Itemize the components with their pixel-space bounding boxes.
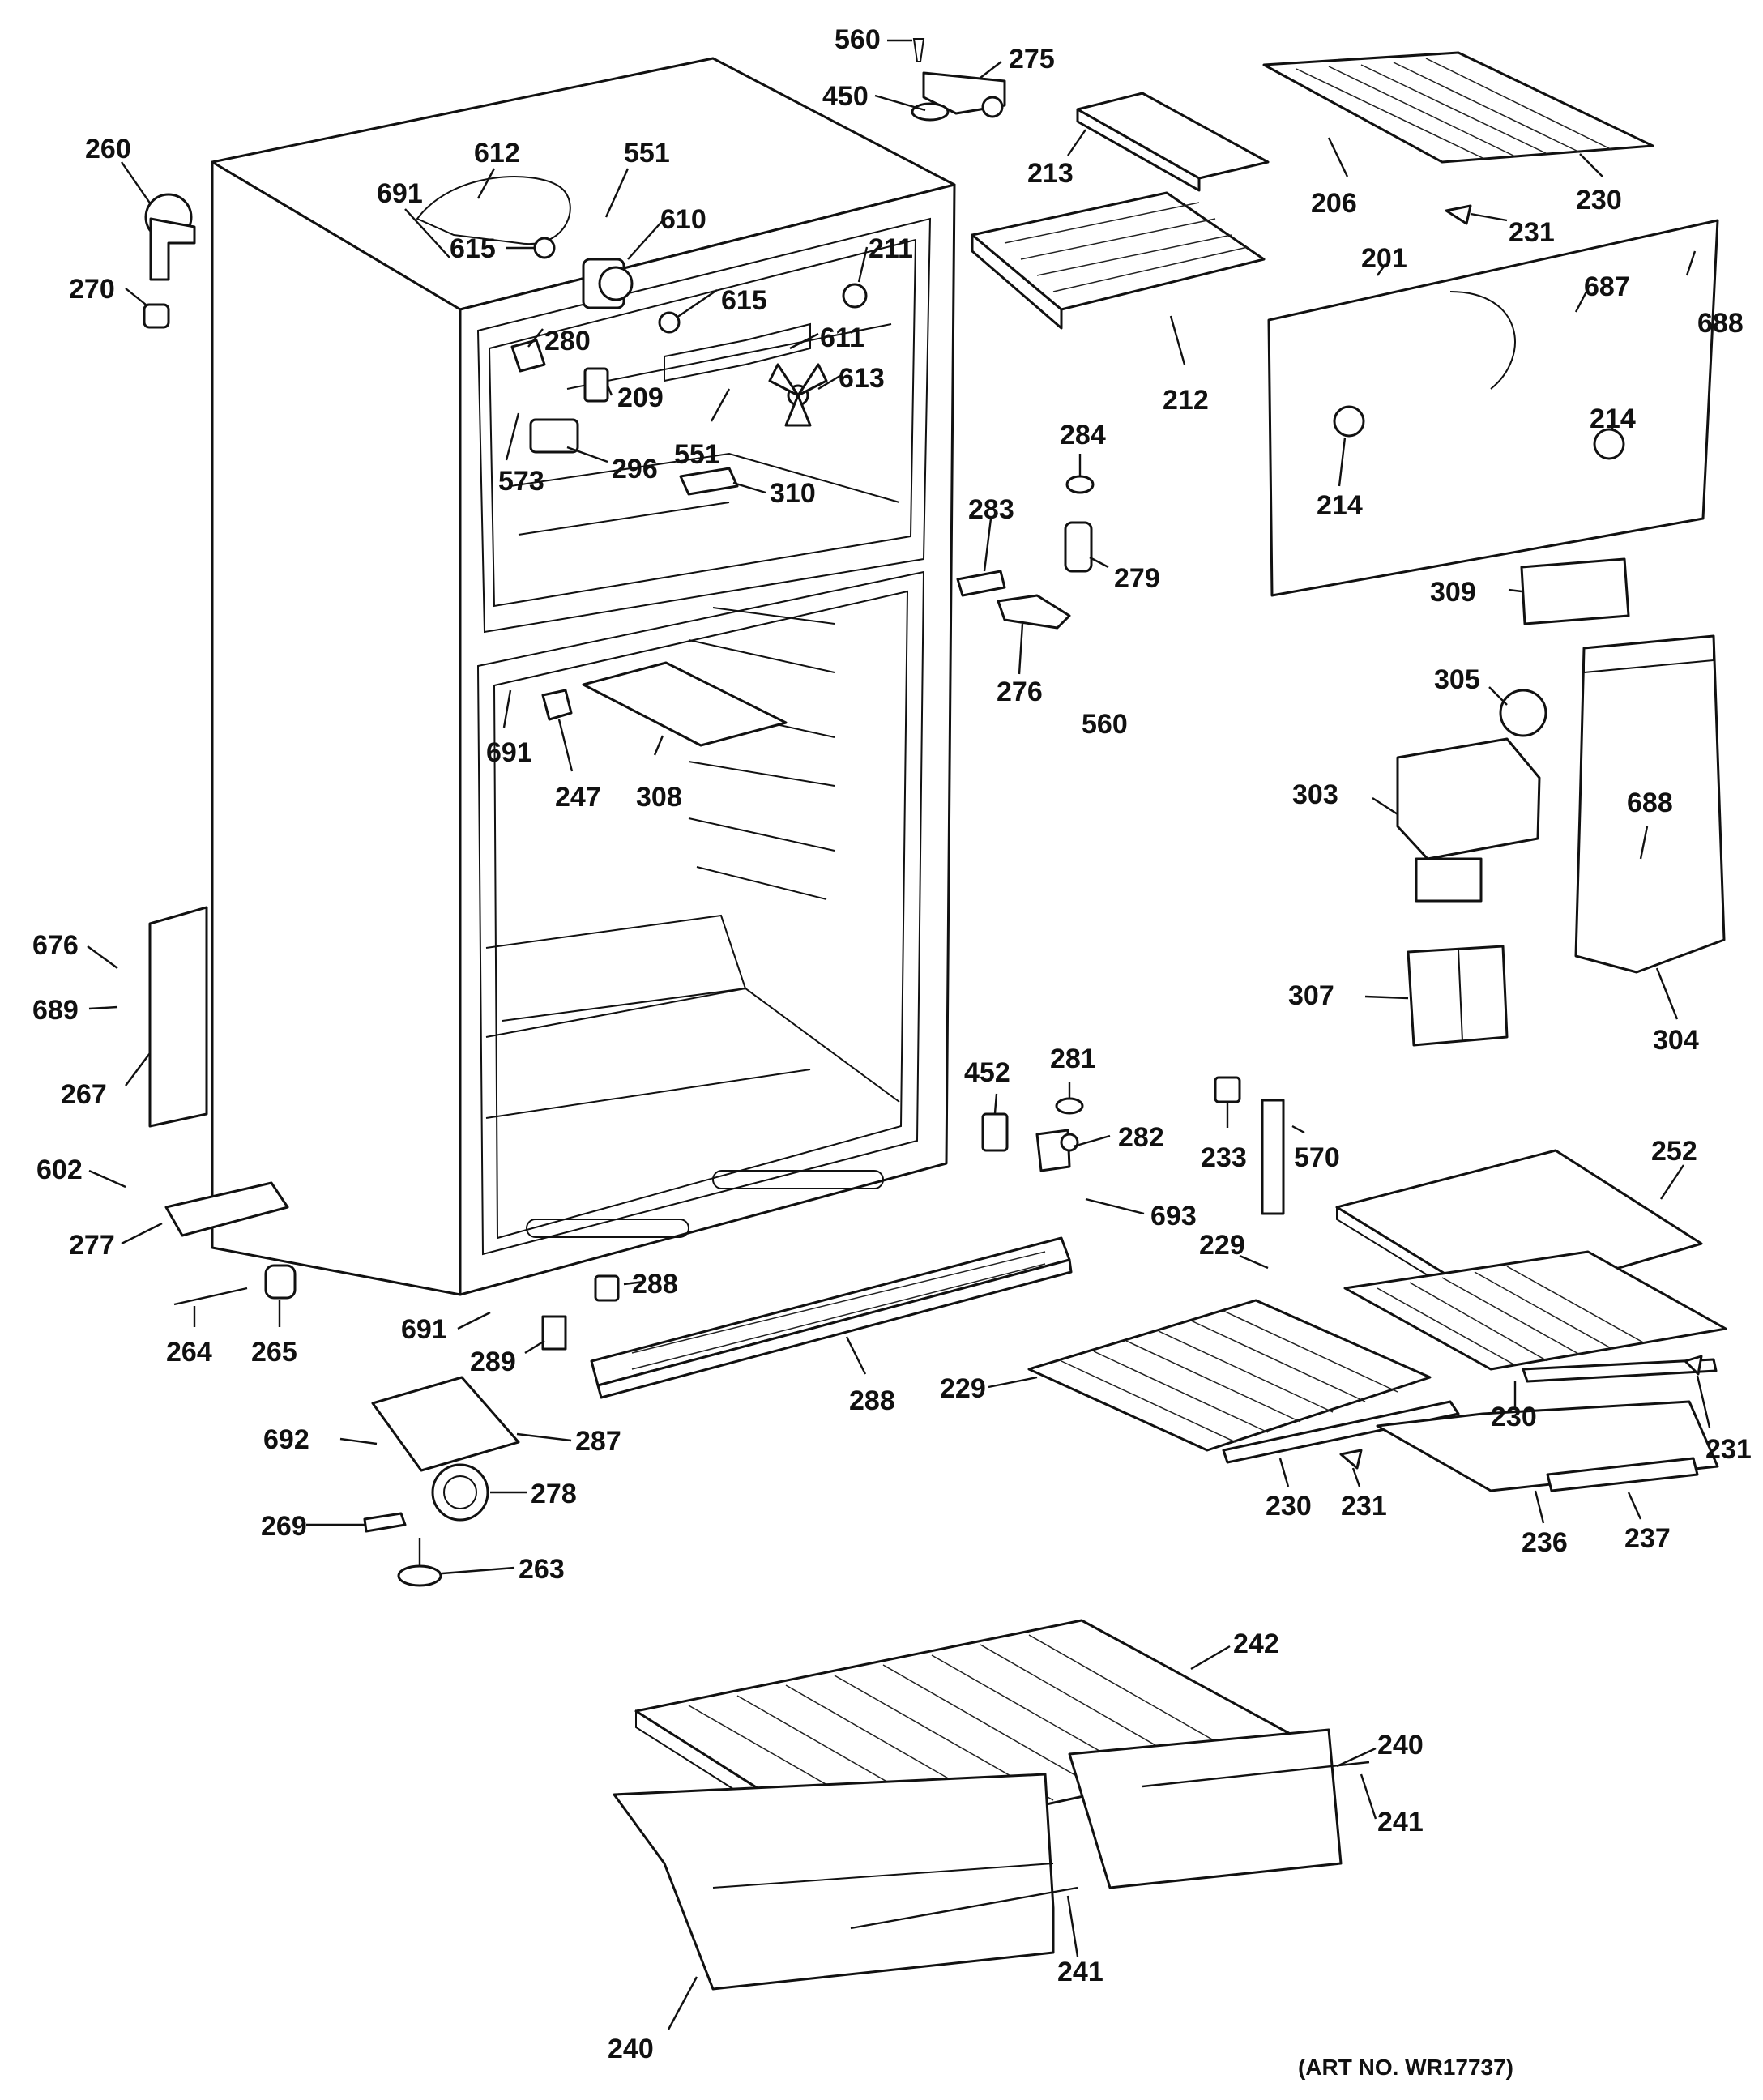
callout-279: 279 [1114,563,1160,594]
callout-689: 689 [32,995,79,1026]
callout-610: 610 [660,204,706,235]
callout-282: 282 [1118,1122,1164,1153]
callout-612: 612 [474,138,520,169]
callout-242: 242 [1233,1628,1279,1659]
callout-280: 280 [544,326,591,356]
callout-615: 615 [721,285,767,316]
callout-278: 278 [531,1479,577,1509]
callout-269: 269 [261,1511,307,1542]
callout-309: 309 [1430,577,1476,608]
callout-691: 691 [486,737,532,768]
freezer-components [143,38,1006,496]
callout-229: 229 [940,1373,986,1404]
callout-305: 305 [1434,664,1480,695]
callout-615: 615 [450,233,496,264]
callout-573: 573 [498,466,544,497]
callout-275: 275 [1009,44,1055,75]
callout-570: 570 [1294,1142,1340,1173]
callout-450: 450 [822,81,869,112]
callout-611: 611 [820,322,864,353]
callout-labels: 560 275 450 260 270 612 691 551 610 615 … [32,24,1752,2064]
callout-676: 676 [32,930,79,961]
callout-560: 560 [835,24,881,55]
callout-leaders [87,39,1711,2030]
callout-304: 304 [1653,1025,1699,1056]
callout-688: 688 [1627,788,1673,818]
callout-288: 288 [849,1385,895,1416]
callout-206: 206 [1311,188,1357,219]
callout-277: 277 [69,1230,115,1261]
callout-308: 308 [636,782,682,813]
callout-241: 241 [1377,1807,1424,1838]
callout-214: 214 [1590,403,1636,434]
callout-265: 265 [251,1337,297,1368]
callout-281: 281 [1050,1044,1096,1074]
callout-693: 693 [1150,1201,1197,1231]
callout-283: 283 [968,494,1014,525]
callout-602: 602 [36,1155,83,1185]
callout-240: 240 [1377,1730,1424,1761]
callout-307: 307 [1288,980,1334,1011]
callout-691: 691 [377,178,423,209]
callout-230: 230 [1576,185,1622,216]
callout-551: 551 [674,439,720,470]
callout-289: 289 [470,1347,516,1377]
callout-260: 260 [85,134,131,164]
callout-687: 687 [1584,271,1630,302]
callout-287: 287 [575,1426,621,1457]
callout-551: 551 [624,138,670,169]
callout-201: 201 [1361,243,1407,274]
fresh-food-shelves [1027,204,1727,1492]
callout-263: 263 [519,1554,565,1585]
callout-303: 303 [1292,779,1338,810]
callout-231: 231 [1705,1434,1752,1465]
base-grille [541,1236,1073,1399]
callout-296: 296 [612,454,658,484]
cabinet [211,57,956,1296]
callout-267: 267 [61,1079,107,1110]
callout-688: 688 [1697,308,1744,339]
callout-230: 230 [1491,1402,1537,1432]
callout-213: 213 [1027,158,1074,189]
callout-288: 288 [632,1269,678,1300]
callout-231: 231 [1341,1491,1387,1522]
callout-214: 214 [1317,490,1363,521]
callout-284: 284 [1060,420,1106,450]
callout-310: 310 [770,478,816,509]
callout-211: 211 [869,233,913,264]
freezer-shelf-assembly [971,51,1719,625]
callout-241: 241 [1057,1957,1103,1987]
callout-240: 240 [608,2034,654,2064]
mid-hardware [148,475,1285,1306]
callout-230: 230 [1266,1491,1312,1522]
callout-613: 613 [839,363,885,394]
control-housing [1396,634,1726,1047]
callout-691: 691 [401,1314,447,1345]
callout-276: 276 [997,677,1043,707]
fan-blade [768,363,828,427]
callout-212: 212 [1163,385,1209,416]
callout-247: 247 [555,782,601,813]
callout-692: 692 [263,1424,309,1455]
callout-270: 270 [69,274,115,305]
callout-264: 264 [166,1337,212,1368]
callout-233: 233 [1201,1142,1247,1173]
callout-452: 452 [964,1057,1010,1088]
callout-237: 237 [1624,1523,1671,1554]
callout-236: 236 [1522,1527,1568,1558]
callout-252: 252 [1651,1136,1697,1167]
callout-560: 560 [1082,709,1128,740]
leveler-assembly [363,1376,520,1587]
callout-209: 209 [617,382,664,413]
callout-231: 231 [1509,217,1555,248]
callout-229: 229 [1199,1230,1245,1261]
crisper-assembly [613,1619,1370,1991]
art-number: (ART NO. WR17737) [1297,2055,1513,2080]
